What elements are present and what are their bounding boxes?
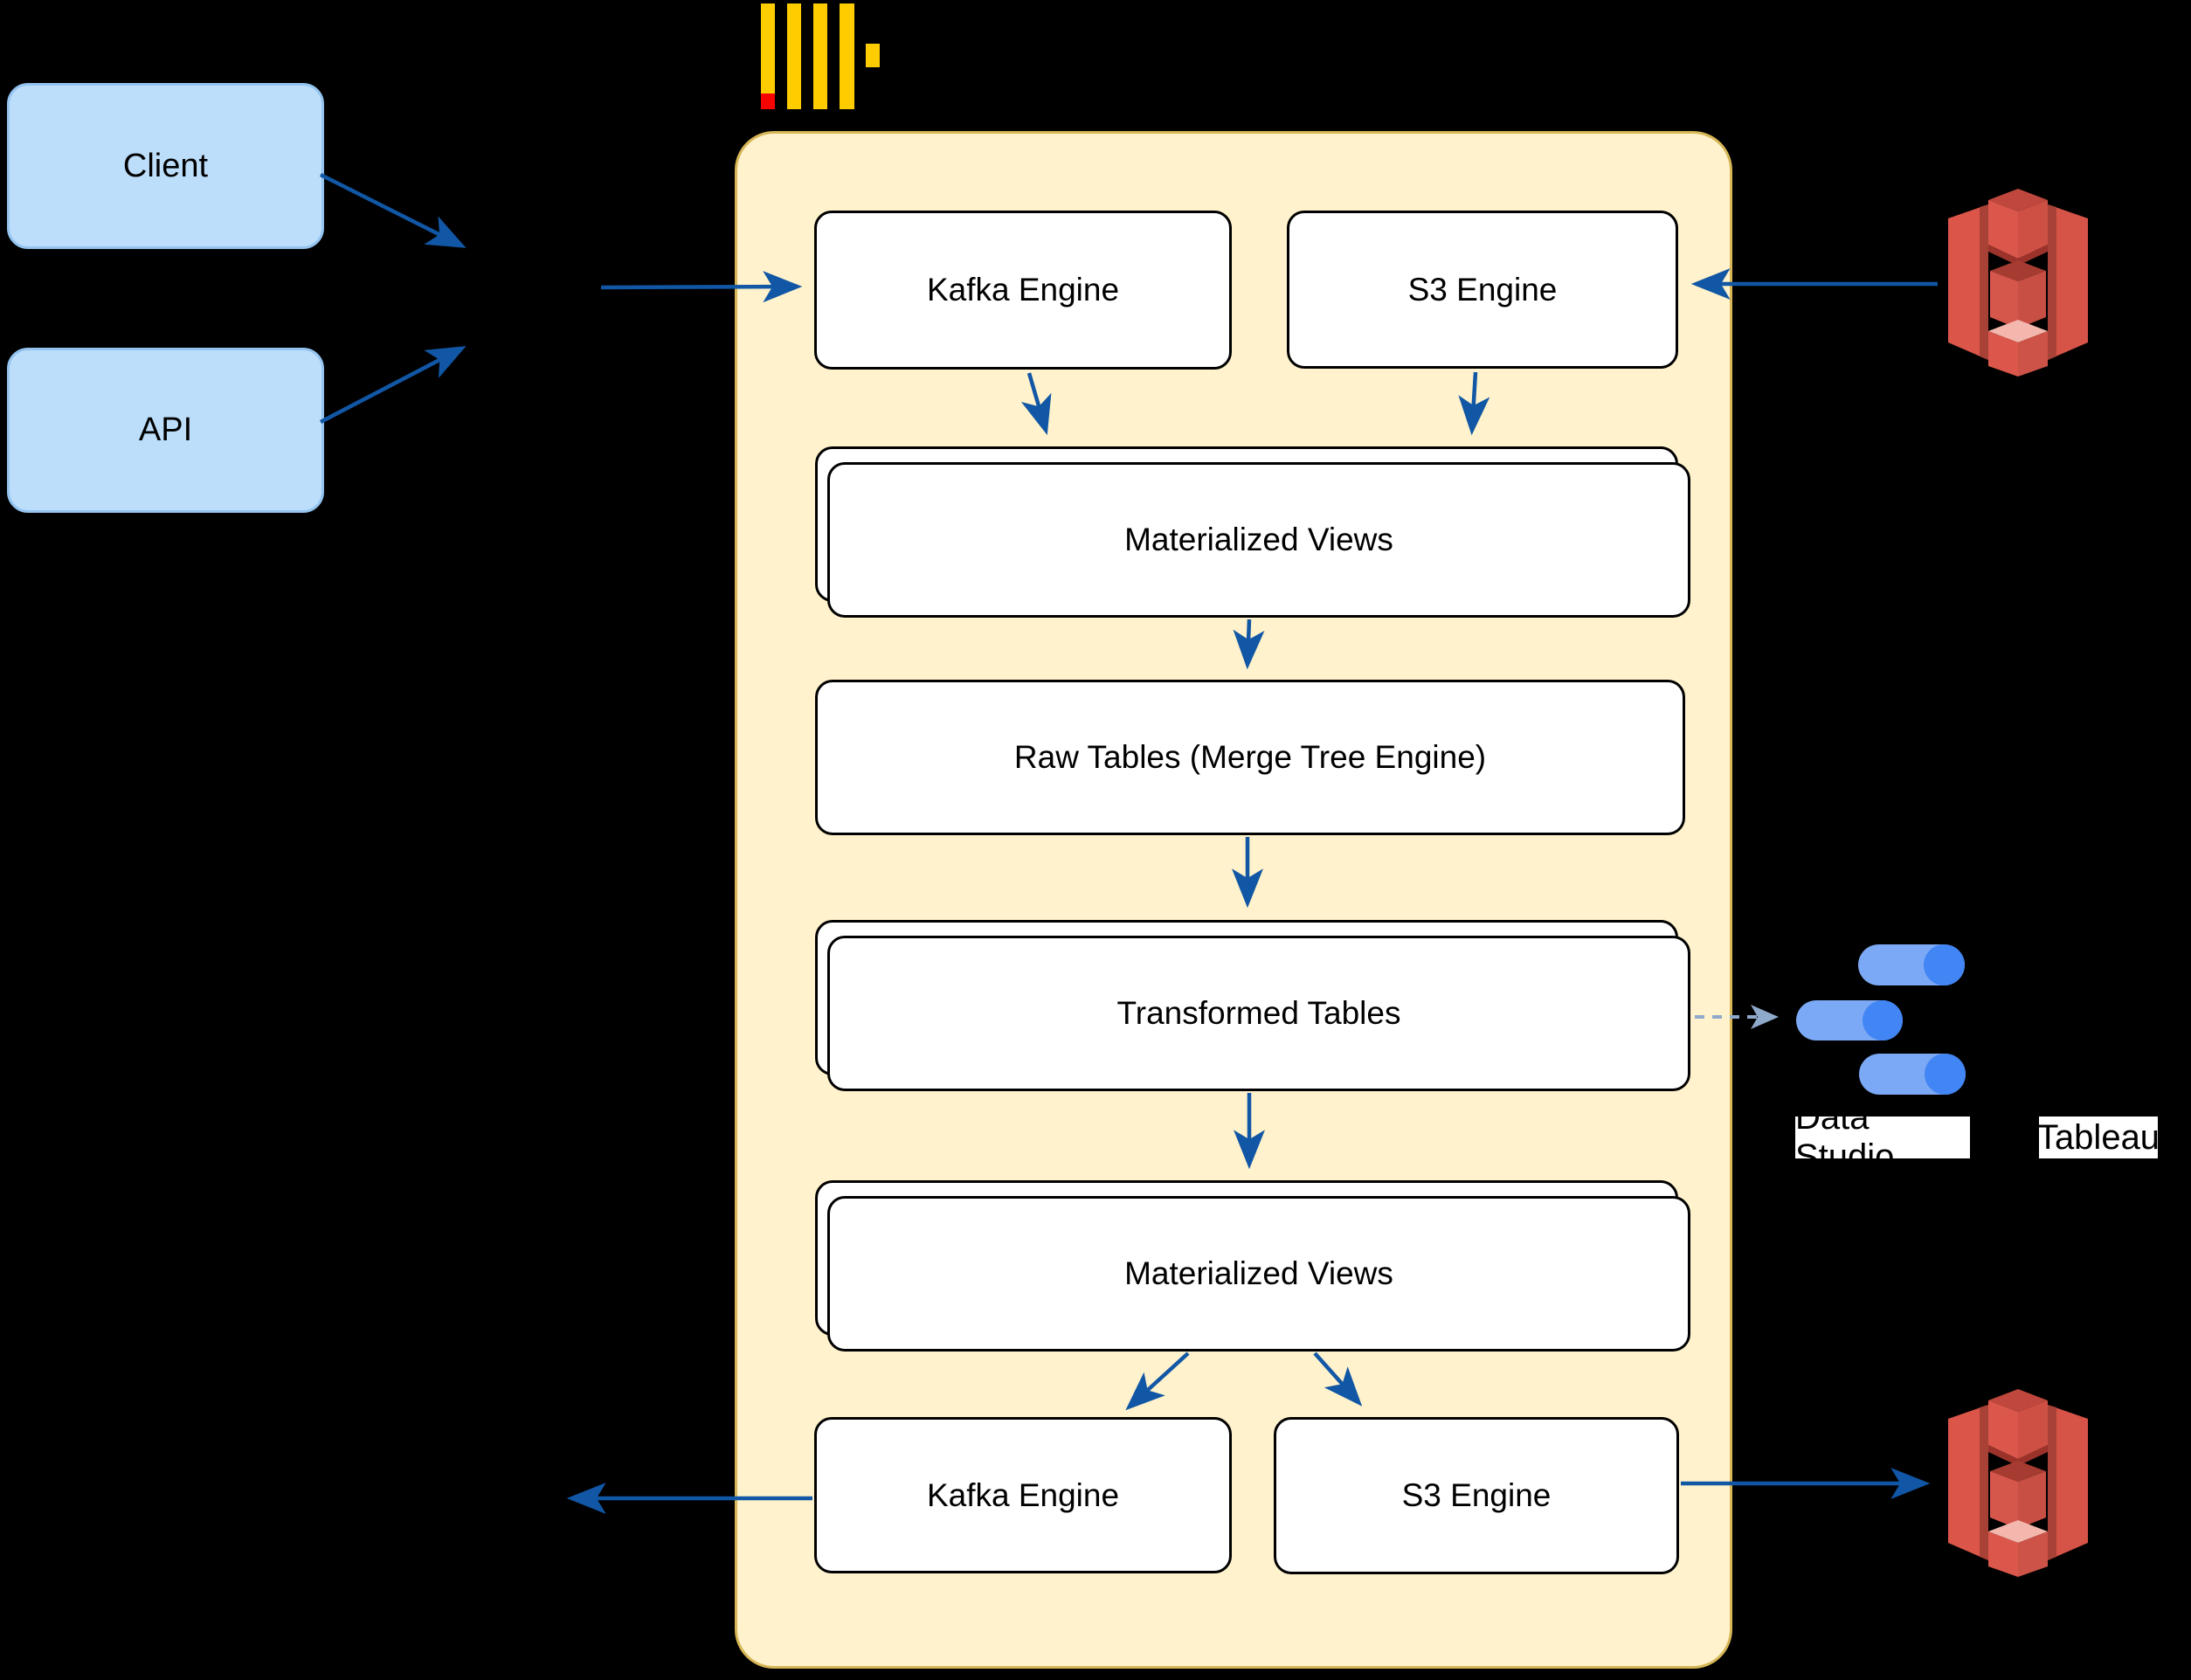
api-node: API [7,348,324,513]
clickhouse-logo-bar [761,3,775,109]
transformed-tables-node: Transformed Tables [827,936,1690,1091]
clickhouse-logo-bar [787,3,801,109]
s3-engine-bottom-label: S3 Engine [1401,1477,1552,1513]
arrow-client-to-ingest [319,172,467,248]
materialized-views-1-node: Materialized Views [827,462,1690,618]
raw-tables-label: Raw Tables (Merge Tree Engine) [1013,739,1487,775]
data-studio-icon-cap [1863,1000,1903,1040]
clickhouse-logo-bar [813,3,827,109]
data-studio-label-text: Data Studio [1795,1098,1895,1176]
api-label: API [138,411,193,448]
data-studio-icon-cap [1925,1054,1966,1095]
tableau-label: Tableau [2036,1117,2160,1158]
transformed-tables-label: Transformed Tables [1116,995,1401,1031]
s3-engine-bottom-node: S3 Engine [1274,1417,1679,1574]
data-studio-label: Data Studio [1795,1098,1970,1176]
aws-s3-icon-top [1948,189,2088,377]
tableau-label-text: Tableau [2036,1117,2160,1157]
kafka-engine-bottom-label: Kafka Engine [926,1476,1120,1513]
materialized-views-1-label: Materialized Views [1124,522,1393,557]
kafka-engine-bottom-node: Kafka Engine [814,1417,1232,1573]
kafka-engine-top-label: Kafka Engine [926,272,1120,308]
data-studio-icon-bar [1859,1054,1966,1095]
arrow-api-to-ingest [319,346,467,424]
clickhouse-logo [761,3,881,110]
materialized-views-2-node: Materialized Views [827,1196,1690,1352]
clickhouse-logo-bar [866,44,880,67]
s3-engine-top-node: S3 Engine [1287,211,1678,369]
raw-tables-node: Raw Tables (Merge Tree Engine) [815,680,1685,835]
data-studio-icon-cap [1924,944,1965,985]
materialized-views-2-label: Materialized Views [1124,1255,1393,1291]
clickhouse-logo-red-segment [761,93,775,109]
aws-s3-icon-bottom [1948,1389,2088,1577]
kafka-engine-top-node: Kafka Engine [814,211,1232,370]
s3-engine-top-label: S3 Engine [1407,271,1558,308]
data-studio-icon-bar [1796,1000,1903,1040]
data-studio-icon-bar [1858,944,1965,985]
client-label: Client [122,147,209,184]
clickhouse-logo-bar [840,3,854,109]
client-node: Client [7,83,324,249]
